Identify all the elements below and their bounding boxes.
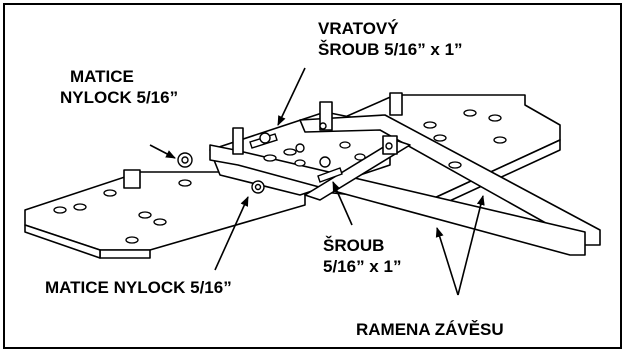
label-nylock-nut-top-line1: MATICE — [70, 67, 134, 86]
label-bolt-line2: 5/16” x 1” — [323, 257, 402, 276]
hex-bolt — [317, 167, 343, 183]
label-nylock-nut-top-line2: NYLOCK 5/16” — [60, 88, 179, 107]
plate-holes — [53, 109, 507, 244]
bracket-center-left — [232, 127, 244, 155]
bracket-right — [389, 92, 403, 116]
label-nylock-nut-bottom: MATICE NYLOCK 5/16” — [45, 278, 232, 297]
hitch-arm-lower — [209, 144, 586, 256]
label-carriage-bolt-line1: VRATOVÝ — [318, 19, 399, 38]
label-bolt-line1: ŠROUB — [323, 236, 385, 255]
label-nylock-nut-top: MATICE NYLOCK 5/16” — [60, 66, 178, 108]
label-hitch-arms: RAMENA ZÁVĚSU — [356, 320, 504, 339]
label-carriage-bolt-line2: ŠROUB 5/16” x 1” — [318, 40, 463, 59]
leader-arrows — [149, 67, 485, 296]
label-bolt: ŠROUB 5/16” x 1” — [323, 235, 401, 277]
label-carriage-bolt: VRATOVÝ ŠROUB 5/16” x 1” — [318, 18, 463, 60]
bracket-left — [123, 169, 141, 189]
